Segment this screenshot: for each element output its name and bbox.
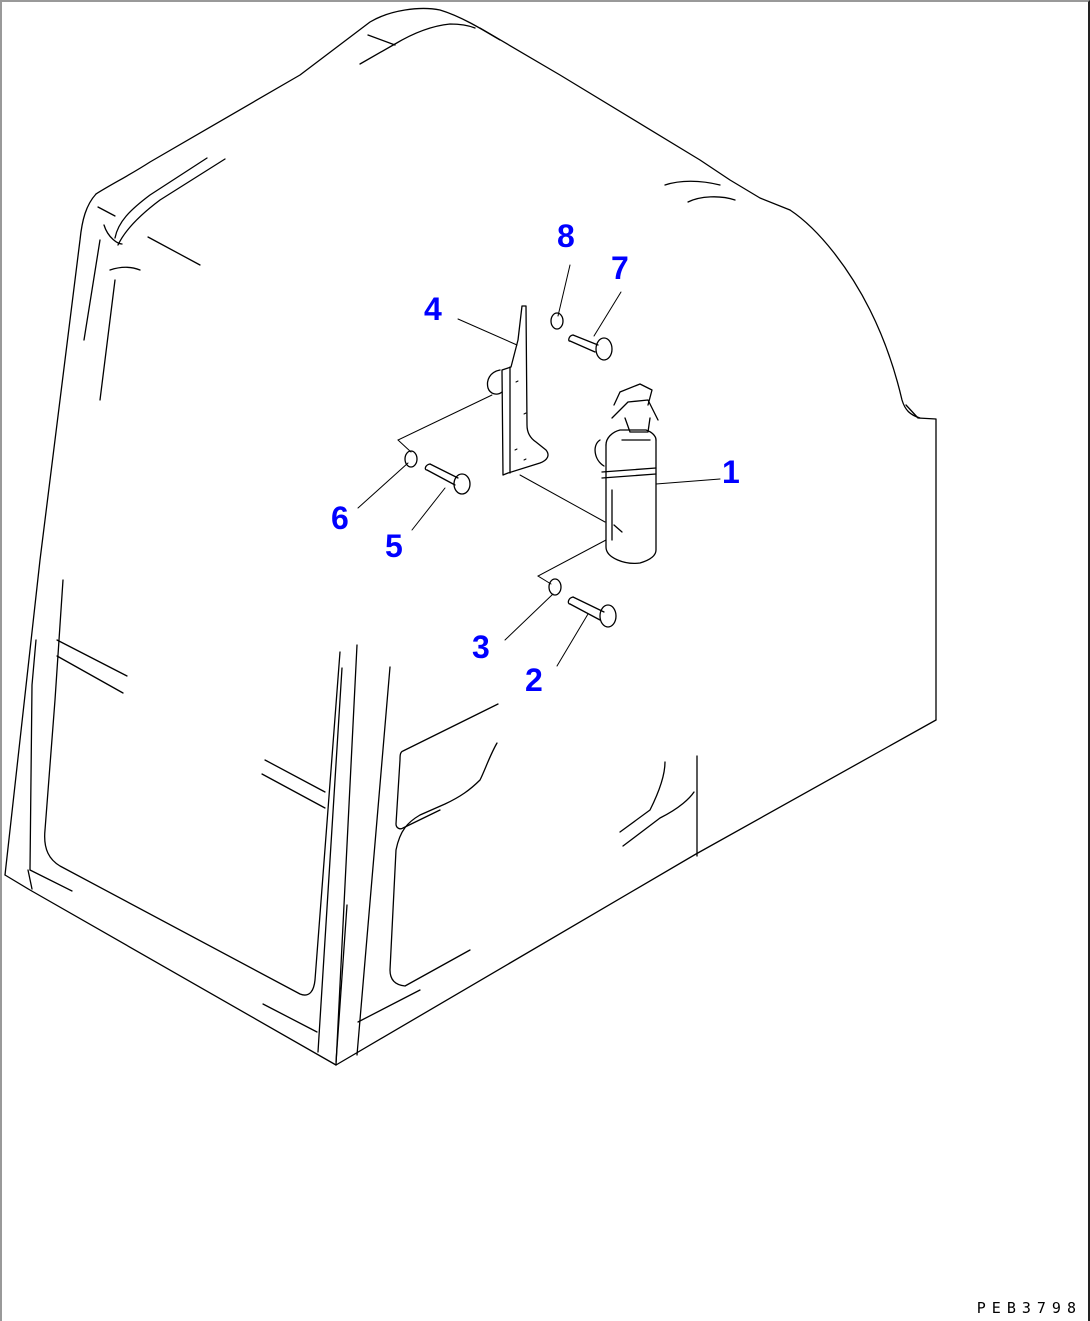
front-window <box>27 579 341 1033</box>
callout-6-washer: 6 <box>331 500 349 536</box>
drawing-id-label: PEB3798 <box>976 1299 1082 1317</box>
callout-5-bolt: 5 <box>385 528 403 564</box>
callout-3-washer: 3 <box>472 629 490 665</box>
callout-8-washer: 8 <box>557 218 575 254</box>
leader-lines <box>357 264 721 667</box>
callout-1-fire-extinguisher: 1 <box>722 454 740 490</box>
callout-2-bolt: 2 <box>525 662 543 698</box>
cab-body <box>4 7 937 1066</box>
fasteners <box>404 312 617 628</box>
callout-7-bolt: 7 <box>611 250 629 286</box>
bracket-part <box>486 305 549 476</box>
door-window <box>357 703 698 1023</box>
callout-4-bracket: 4 <box>424 291 442 327</box>
center-pillar <box>317 644 391 1066</box>
fire-extinguisher-part <box>594 383 659 564</box>
